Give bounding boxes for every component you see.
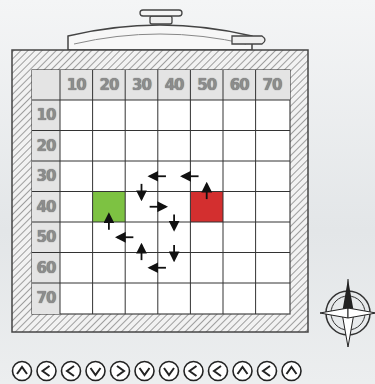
move-arrow <box>141 245 143 260</box>
grid-line <box>32 130 290 131</box>
row-number: 40 <box>32 192 60 223</box>
move-arrow <box>182 175 198 177</box>
direction-icon <box>209 362 228 381</box>
move-arrow <box>117 236 133 238</box>
direction-icon <box>233 362 252 381</box>
compass <box>320 279 375 347</box>
direction-icon <box>160 362 179 381</box>
direction-icon <box>111 362 130 381</box>
column-number: 40 <box>158 70 191 100</box>
move-arrow <box>150 267 166 269</box>
row-number: 10 <box>32 100 60 131</box>
grid <box>32 70 290 314</box>
move-arrow <box>173 214 175 229</box>
grid-line <box>32 283 290 284</box>
grid-line <box>32 252 290 253</box>
grid-line <box>32 161 290 162</box>
column-number: 10 <box>60 70 93 100</box>
move-arrow <box>150 175 166 177</box>
column-number: 50 <box>190 70 223 100</box>
path-arrows <box>109 176 207 268</box>
direction-icon <box>184 362 203 381</box>
row-number: 50 <box>32 222 60 253</box>
header-row <box>32 70 290 100</box>
row-number: 20 <box>32 131 60 162</box>
direction-icon <box>37 362 56 381</box>
column-number: 30 <box>125 70 158 100</box>
grid-line <box>32 100 290 101</box>
grid-line <box>32 222 290 223</box>
row-number: 60 <box>32 253 60 284</box>
move-arrow <box>108 214 110 229</box>
direction-icon <box>258 362 277 381</box>
direction-icon <box>13 362 32 381</box>
column-number: 20 <box>93 70 126 100</box>
row-number: 30 <box>32 161 60 192</box>
direction-icon <box>62 362 81 381</box>
pot-lid <box>68 10 265 50</box>
column-number: 70 <box>256 70 289 100</box>
move-arrow <box>150 206 166 208</box>
direction-icon <box>135 362 154 381</box>
pot-frame <box>12 50 308 332</box>
direction-icon <box>282 362 301 381</box>
row-number: 70 <box>32 283 60 314</box>
grid-line <box>32 191 290 192</box>
move-arrow <box>206 184 208 199</box>
direction-icon <box>86 362 105 381</box>
move-arrow <box>173 245 175 260</box>
move-arrow <box>141 184 143 199</box>
column-number: 60 <box>223 70 256 100</box>
direction-sequence <box>13 362 302 381</box>
